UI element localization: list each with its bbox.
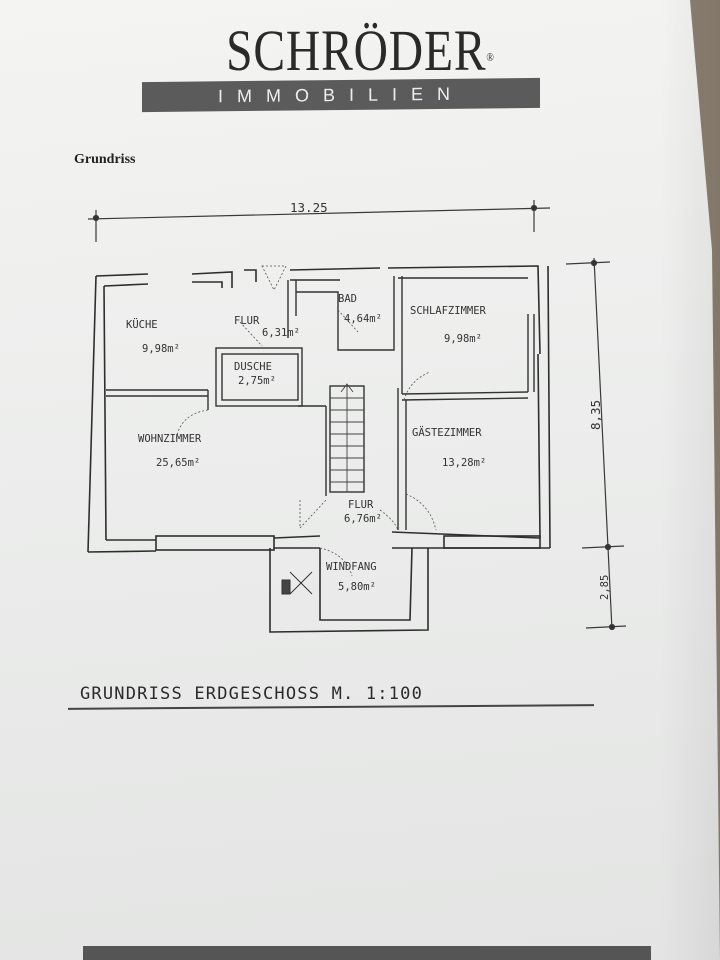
room-name: FLUR [234,315,260,327]
door-swings [175,265,437,577]
logo-name: SCHRÖDER [226,18,487,83]
room-name: GÄSTEZIMMER [412,426,482,439]
depth-dimension-line [593,257,613,631]
footer-strip [83,946,651,960]
room-name: WOHNZIMMER [138,433,202,445]
dimension-width: 13.25 [290,200,328,215]
page-heading: Grundriss [74,152,136,167]
room-area: 5,80m² [338,581,376,593]
room-area: 2,75m² [238,375,276,387]
width-dimension-line [87,207,551,220]
room-area: 4,64m² [344,313,382,325]
company-logo: SCHRÖDER® [226,18,494,84]
room-name: KÜCHE [126,318,158,331]
room-area: 6,31m² [262,327,300,339]
room-area: 6,76m² [344,513,382,525]
registered-mark: ® [486,50,495,64]
room-area: 13,28m² [442,457,486,469]
room-name: SCHLAFZIMMER [410,305,487,317]
dimension-depth-main: 8,35 [588,400,603,430]
room-name: FLUR [348,499,374,511]
plan-caption: GRUNDRISS ERDGESCHOSS M. 1:100 [80,684,424,704]
staircase [330,383,364,492]
room-name: BAD [338,293,357,305]
entrance-symbol [281,571,313,595]
dimension-depth-entry: 2,85 [599,575,611,600]
room-area: 25,65m² [156,457,200,469]
room-name: DUSCHE [234,361,272,373]
room-area: 9,98m² [142,343,180,355]
exterior-walls [87,265,551,633]
room-area: 9,98m² [444,333,482,345]
room-name: WINDFANG [326,561,377,573]
